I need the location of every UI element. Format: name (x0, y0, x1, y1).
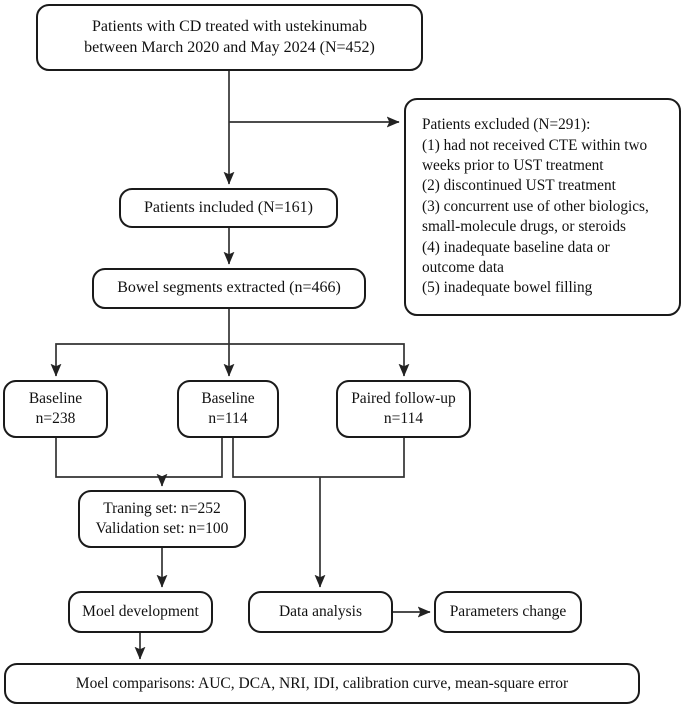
node-model-development: Moel development (68, 591, 213, 633)
node-bowel-segments-extracted: Bowel segments extracted (n=466) (92, 268, 366, 309)
edge-segments-to-paired (229, 343, 410, 377)
node-parameters-change: Parameters change (434, 591, 582, 633)
node-data-analysis: Data analysis (248, 591, 393, 633)
node-patients-screened-label: Patients with CD treated with ustekinuma… (84, 18, 375, 56)
node-model-comparisons: Moel comparisons: AUC, DCA, NRI, IDI, ca… (4, 663, 640, 704)
node-patients-screened: Patients with CD treated with ustekinuma… (36, 4, 423, 71)
node-model-comparisons-label: Moel comparisons: AUC, DCA, NRI, IDI, ca… (75, 674, 569, 692)
node-model-development-label: Moel development (82, 603, 199, 621)
node-baseline-238-label: Baseline n=238 (28, 390, 83, 427)
node-parameters-change-label: Parameters change (449, 603, 567, 621)
node-patients-excluded: Patients excluded (N=291): (1) had not r… (404, 98, 681, 316)
node-paired-followup: Paired follow-up n=114 (336, 380, 471, 438)
node-patients-included: Patients included (N=161) (119, 188, 338, 228)
node-paired-followup-label: Paired follow-up n=114 (351, 390, 456, 427)
node-baseline-114: Baseline n=114 (177, 380, 279, 438)
node-patients-included-label: Patients included (N=161) (144, 198, 313, 216)
node-baseline-114-label: Baseline n=114 (201, 390, 255, 427)
node-patients-excluded-label: Patients excluded (N=291): (1) had not r… (422, 116, 649, 297)
node-training-validation-label: Traning set: n=252 Validation set: n=100 (95, 500, 229, 537)
node-bowel-segments-label: Bowel segments extracted (n=466) (117, 279, 341, 297)
node-training-validation-sets: Traning set: n=252 Validation set: n=100 (78, 490, 246, 548)
node-data-analysis-label: Data analysis (278, 603, 363, 621)
edge-merge-left-bracket (55, 438, 223, 478)
edge-segments-to-baseline238 (50, 343, 229, 377)
edge-merge-right-bracket (232, 438, 405, 478)
node-baseline-238: Baseline n=238 (3, 380, 108, 438)
